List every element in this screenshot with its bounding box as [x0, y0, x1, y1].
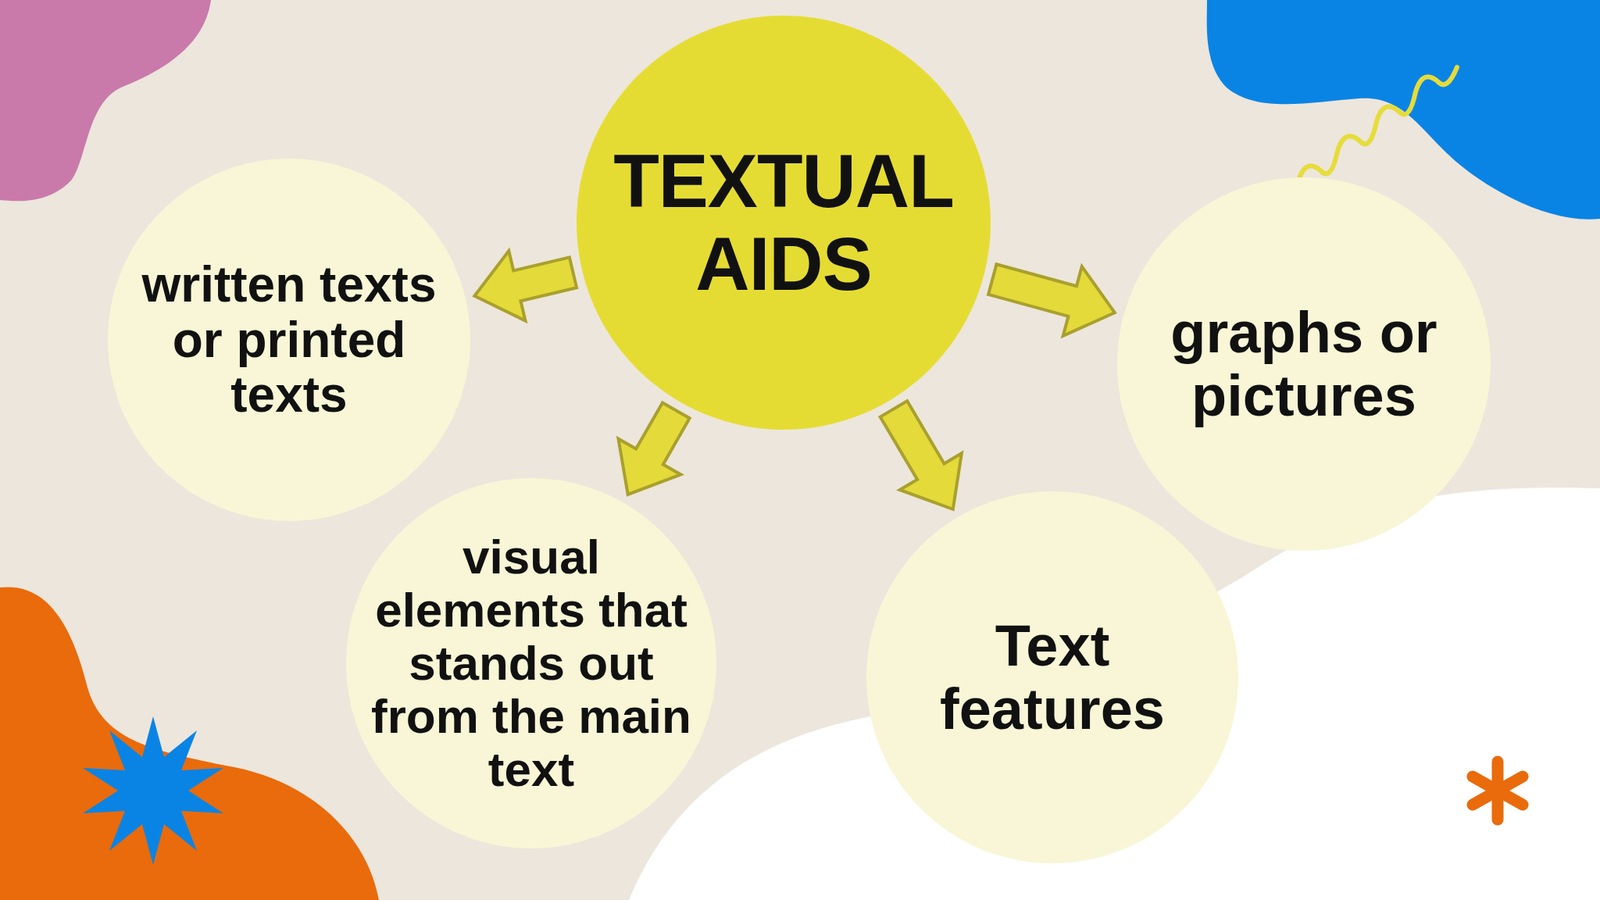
orange-asterisk: [1472, 761, 1523, 820]
block-arrow: [880, 400, 962, 510]
subtopic-circle: written texts or printed texts: [107, 158, 471, 522]
subtopic-circle: graphs or pictures: [1117, 177, 1491, 551]
white-wave: [628, 487, 1600, 900]
topic-label: written texts or printed texts: [142, 256, 437, 423]
topic-title: TEXTUAL AIDS: [613, 139, 954, 306]
block-arrow: [988, 264, 1115, 336]
yellow-squiggle: [1296, 67, 1458, 188]
topic-label: Text features: [939, 613, 1165, 742]
block-arrow: [474, 250, 577, 322]
node-text-block: written texts or printed texts: [125, 257, 454, 422]
pink-blob: [0, 0, 211, 201]
node-text-block: visual elements that stands out from the…: [367, 530, 696, 797]
subtopic-circle: visual elements that stands out from the…: [346, 478, 717, 849]
node-text-block: graphs or pictures: [1147, 300, 1461, 429]
topic-label: graphs or pictures: [1170, 300, 1437, 429]
circle-shape: [107, 158, 471, 522]
node-text-block: TEXTUAL AIDS: [600, 139, 968, 305]
circle-shape: [576, 15, 991, 430]
subtopic-circle: Text features: [866, 491, 1239, 864]
blue-star: [82, 716, 224, 865]
circle-shape: [1117, 177, 1491, 551]
topic-label: visual elements that stands out from the…: [371, 529, 692, 797]
orange-blob: [0, 586, 379, 900]
main-topic-circle: TEXTUAL AIDS: [576, 15, 991, 430]
block-arrow: [618, 402, 690, 495]
node-text-block: Text features: [896, 614, 1209, 742]
circle-shape: [866, 491, 1239, 864]
circle-shape: [346, 478, 717, 849]
